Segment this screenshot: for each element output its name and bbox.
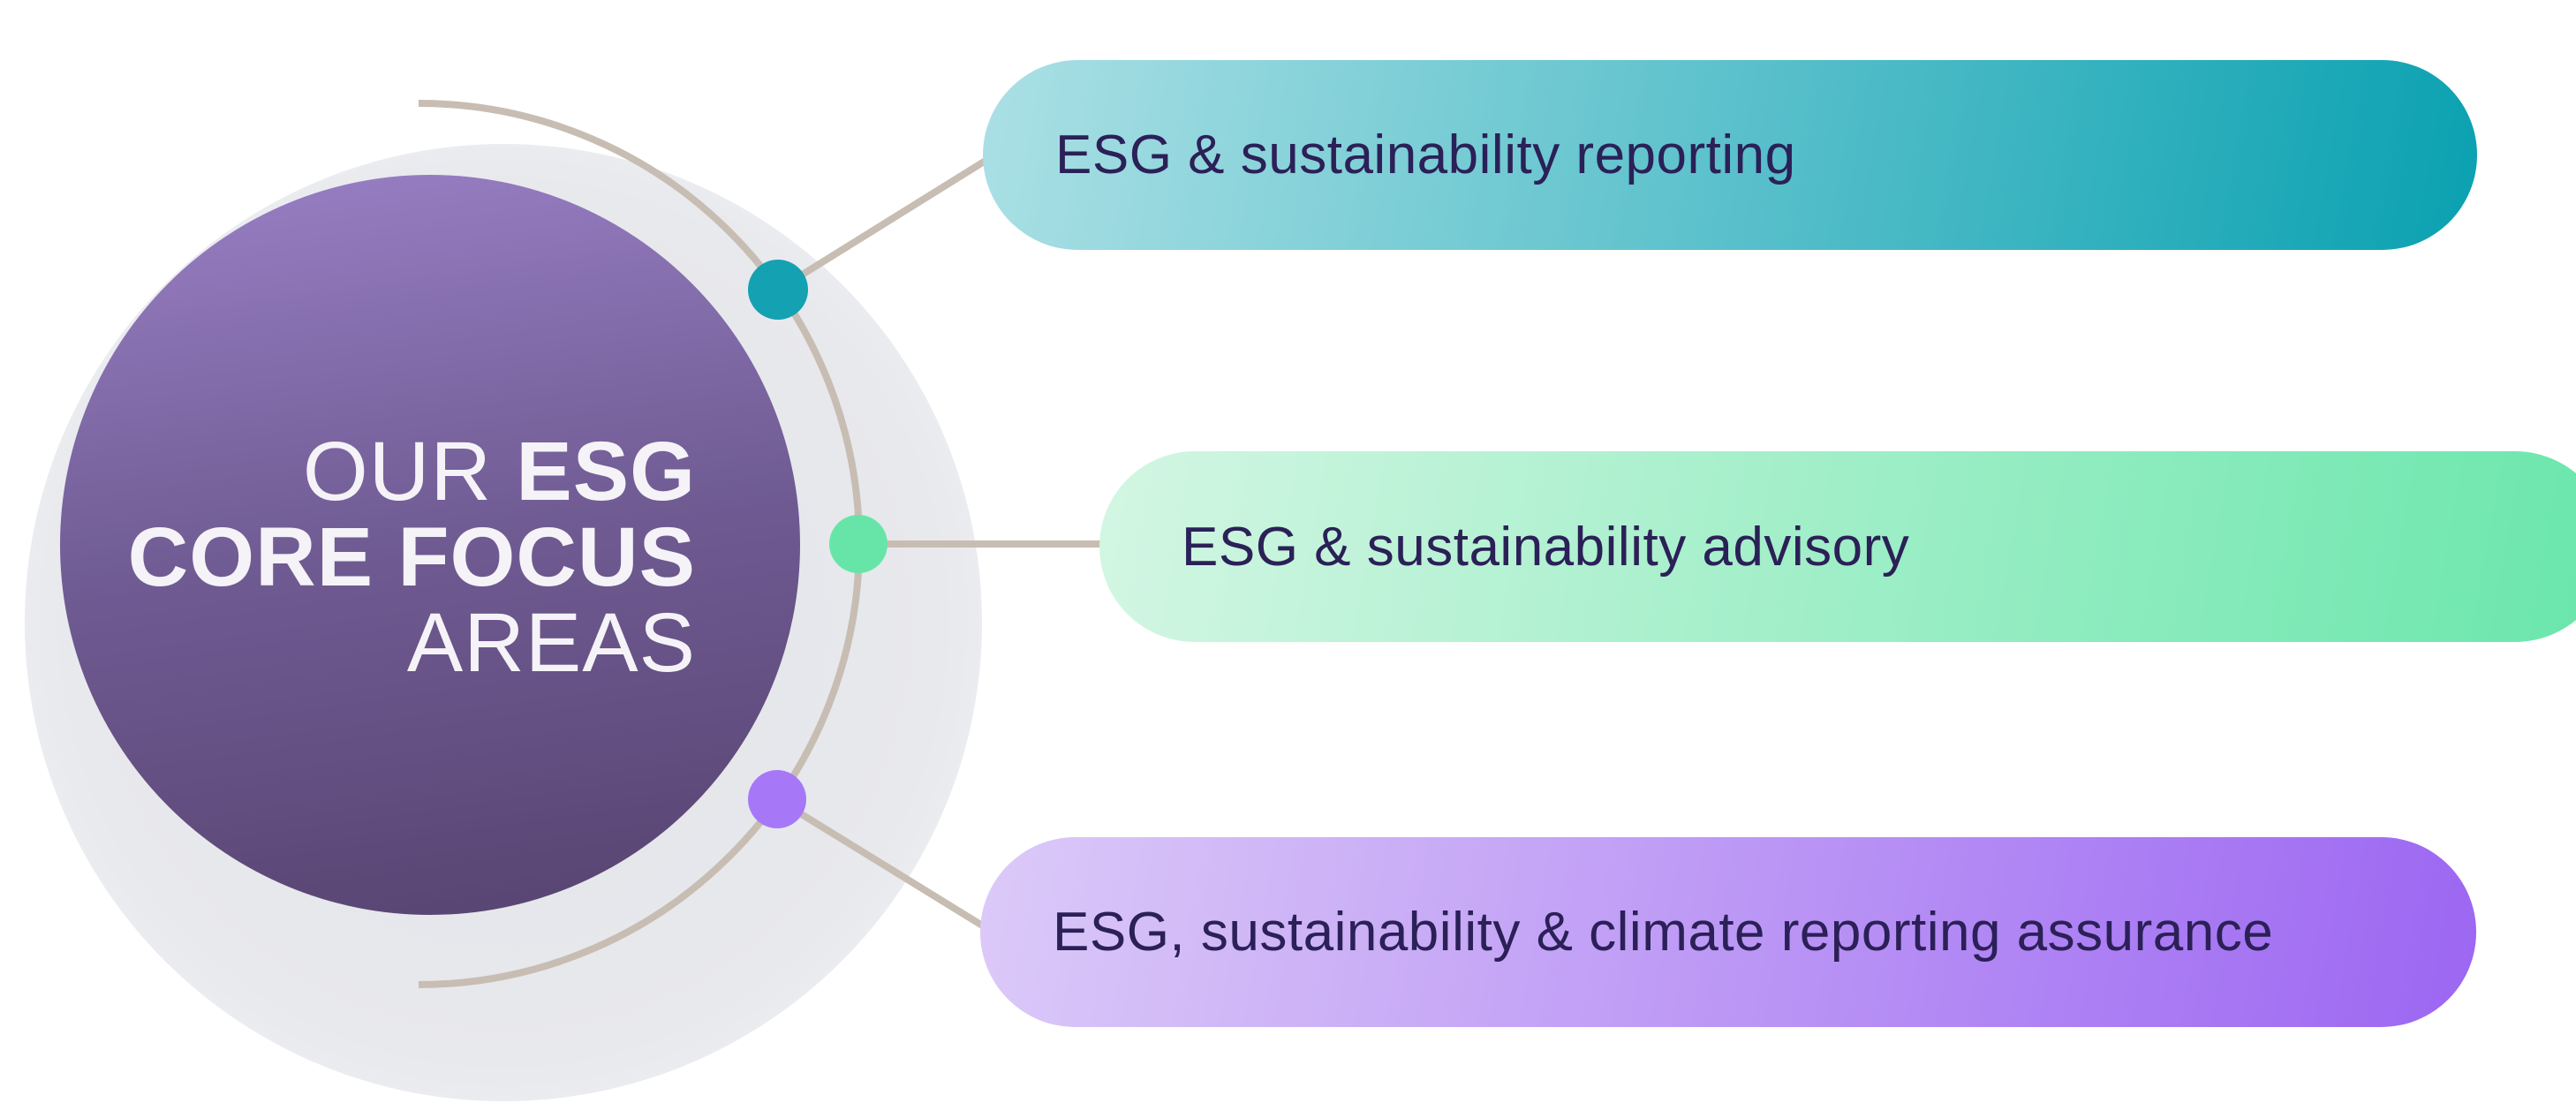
pill-esg-sustainability-reporting: ESG & sustainability reporting (983, 60, 2477, 250)
title-line-1: OUR ESG (128, 429, 696, 515)
pill-label-assurance: ESG, sustainability & climate reporting … (1053, 902, 2274, 963)
pill-esg-climate-assurance: ESG, sustainability & climate reporting … (980, 837, 2476, 1027)
diagram-title: OUR ESG CORE FOCUS AREAS (128, 429, 696, 686)
title-line-2: CORE FOCUS (127, 510, 696, 604)
pill-esg-sustainability-advisory: ESG & sustainability advisory (1099, 451, 2576, 642)
title-esg: ESG (516, 425, 696, 518)
pill-label-advisory: ESG & sustainability advisory (1182, 516, 1910, 578)
title-our: OUR (302, 425, 517, 518)
pill-label-reporting: ESG & sustainability reporting (1055, 125, 1796, 185)
main-circle (60, 175, 800, 915)
title-line-3: AREAS (406, 596, 696, 690)
